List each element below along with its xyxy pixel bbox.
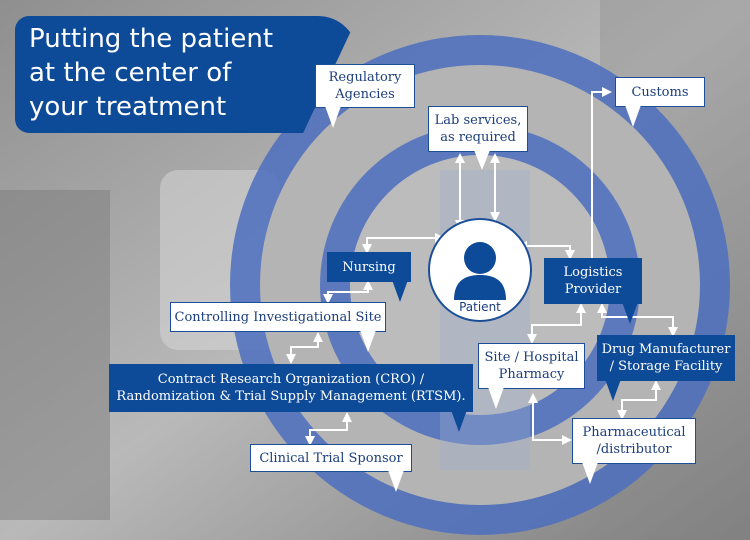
lab-services-box: Lab services, as required [428, 106, 528, 152]
logistics-provider-box: Logistics Provider [544, 258, 642, 304]
patient-label: Patient [459, 300, 501, 314]
clinical-trial-sponsor-box: Clinical Trial Sponsor [250, 444, 412, 472]
nursing-tail [392, 280, 408, 302]
customs-box: Customs [615, 77, 705, 107]
pharmaceutical-distributor-box: Pharmaceutical /distributor [572, 418, 696, 464]
regulatory-agencies-tail [325, 106, 341, 128]
site-pharmacy-box: Site / Hospital Pharmacy [478, 343, 585, 389]
lab-services-tail [474, 150, 490, 170]
drug-manufacturer-tail [605, 379, 621, 401]
cro-rtsm-tail [451, 410, 467, 432]
site-pharmacy-tail [488, 387, 504, 409]
drug-manufacturer-box: Drug Manufacturer / Storage Facility [597, 335, 735, 381]
cro-rtsm-box: Contract Research Organization (CRO) / R… [109, 364, 473, 412]
clinical-trial-sponsor-tail [388, 470, 404, 492]
controlling-site-box: Controlling Investigational Site [170, 302, 386, 332]
nursing-box: Nursing [327, 252, 411, 282]
customs-tail [625, 105, 641, 127]
person-icon [454, 242, 506, 300]
pharmaceutical-distributor-tail [582, 462, 598, 484]
patient-node [428, 218, 532, 322]
page-title: Putting the patient at the center of you… [29, 24, 274, 122]
regulatory-agencies-box: Regulatory Agencies [315, 64, 415, 108]
logistics-provider-tail [622, 302, 638, 324]
controlling-site-tail [360, 330, 376, 352]
title-panel [15, 16, 358, 133]
